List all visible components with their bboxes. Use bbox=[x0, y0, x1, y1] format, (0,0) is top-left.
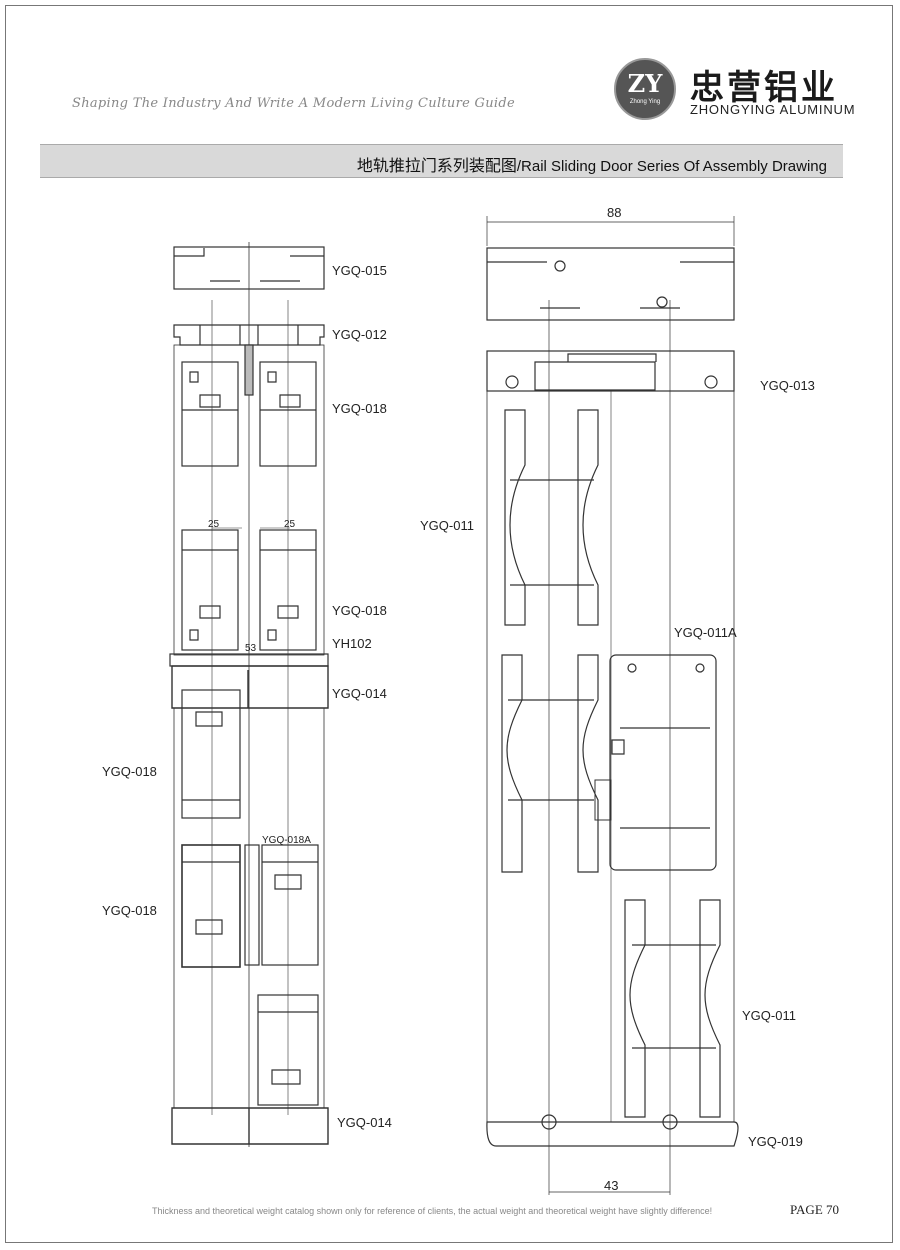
dim-88: 88 bbox=[607, 205, 621, 220]
profile-ygq018-lower-right bbox=[259, 529, 317, 651]
right-assembly-drawing bbox=[486, 216, 739, 1195]
page-title-en: /Rail Sliding Door Series Of Assembly Dr… bbox=[516, 158, 827, 175]
label-ygq018-c: YGQ-018 bbox=[102, 764, 157, 779]
dim-25-left: 25 bbox=[208, 519, 220, 530]
title-bar: 地轨推拉门系列装配图/Rail Sliding Door Series Of A… bbox=[40, 144, 843, 178]
profile-ygq018-upper-right bbox=[259, 361, 317, 467]
label-ygq018-a: YGQ-018 bbox=[332, 401, 387, 416]
profile-ygq019 bbox=[486, 1114, 739, 1147]
dim-25-right: 25 bbox=[284, 519, 296, 530]
profile-top-rail bbox=[486, 247, 735, 321]
label-ygq018-d: YGQ-018 bbox=[102, 903, 157, 918]
label-ygq011-top: YGQ-011 bbox=[420, 518, 474, 533]
label-ygq014-top: YGQ-014 bbox=[332, 686, 387, 701]
profile-bottom-sash bbox=[257, 994, 319, 1106]
slogan: Shaping The Industry And Write A Modern … bbox=[72, 96, 515, 111]
profile-ygq014-top bbox=[171, 665, 329, 709]
profile-ygq011-middle bbox=[501, 654, 612, 873]
brand-name-en: ZHONGYING ALUMINUM bbox=[690, 102, 856, 117]
profile-ygq011-top bbox=[504, 409, 599, 626]
profile-ygq018-lower-left bbox=[181, 529, 239, 651]
label-ygq012: YGQ-012 bbox=[332, 327, 387, 342]
company-logo: ZY Zhong Ying bbox=[614, 58, 676, 120]
footer-disclaimer: Thickness and theoretical weight catalog… bbox=[152, 1206, 713, 1216]
logo-sub: Zhong Ying bbox=[629, 99, 661, 105]
label-ygq015: YGQ-015 bbox=[332, 263, 387, 278]
label-ygq019: YGQ-019 bbox=[748, 1134, 803, 1149]
dim-53: 53 bbox=[245, 643, 257, 654]
logo-mark: ZY bbox=[627, 69, 663, 98]
label-ygq011-bottom: YGQ-011 bbox=[742, 1008, 796, 1023]
page-title: 地轨推拉门系列装配图/Rail Sliding Door Series Of A… bbox=[357, 152, 827, 176]
profile-ygq011a bbox=[609, 654, 717, 871]
label-ygq018a: YGQ-018A bbox=[262, 835, 311, 846]
profile-ygq014-bottom bbox=[171, 1107, 329, 1145]
label-yh102: YH102 bbox=[332, 636, 372, 651]
left-upper-frame bbox=[173, 344, 325, 656]
label-ygq011a: YGQ-011A bbox=[674, 625, 737, 640]
brand-name-cn: 忠营铝业 bbox=[690, 69, 838, 107]
dim-43: 43 bbox=[604, 1178, 618, 1193]
profile-ygq018-bottom bbox=[181, 844, 241, 968]
page-frame bbox=[5, 5, 893, 1243]
page-number: PAGE 70 bbox=[790, 1202, 840, 1217]
page-title-cn: 地轨推拉门系列装配图 bbox=[356, 158, 517, 175]
label-ygq018-b: YGQ-018 bbox=[332, 603, 387, 618]
label-ygq013: YGQ-013 bbox=[760, 378, 815, 393]
label-ygq014-bottom: YGQ-014 bbox=[337, 1115, 392, 1130]
profile-ygq018-upper-left bbox=[181, 361, 239, 467]
profile-ygq018-middle bbox=[181, 689, 241, 819]
profile-ygq011-bottom bbox=[624, 899, 721, 1118]
profile-ygq013 bbox=[486, 350, 735, 392]
profile-ygq018a bbox=[244, 844, 319, 966]
dim-88-line bbox=[486, 216, 735, 246]
left-assembly-drawing bbox=[169, 242, 329, 1147]
